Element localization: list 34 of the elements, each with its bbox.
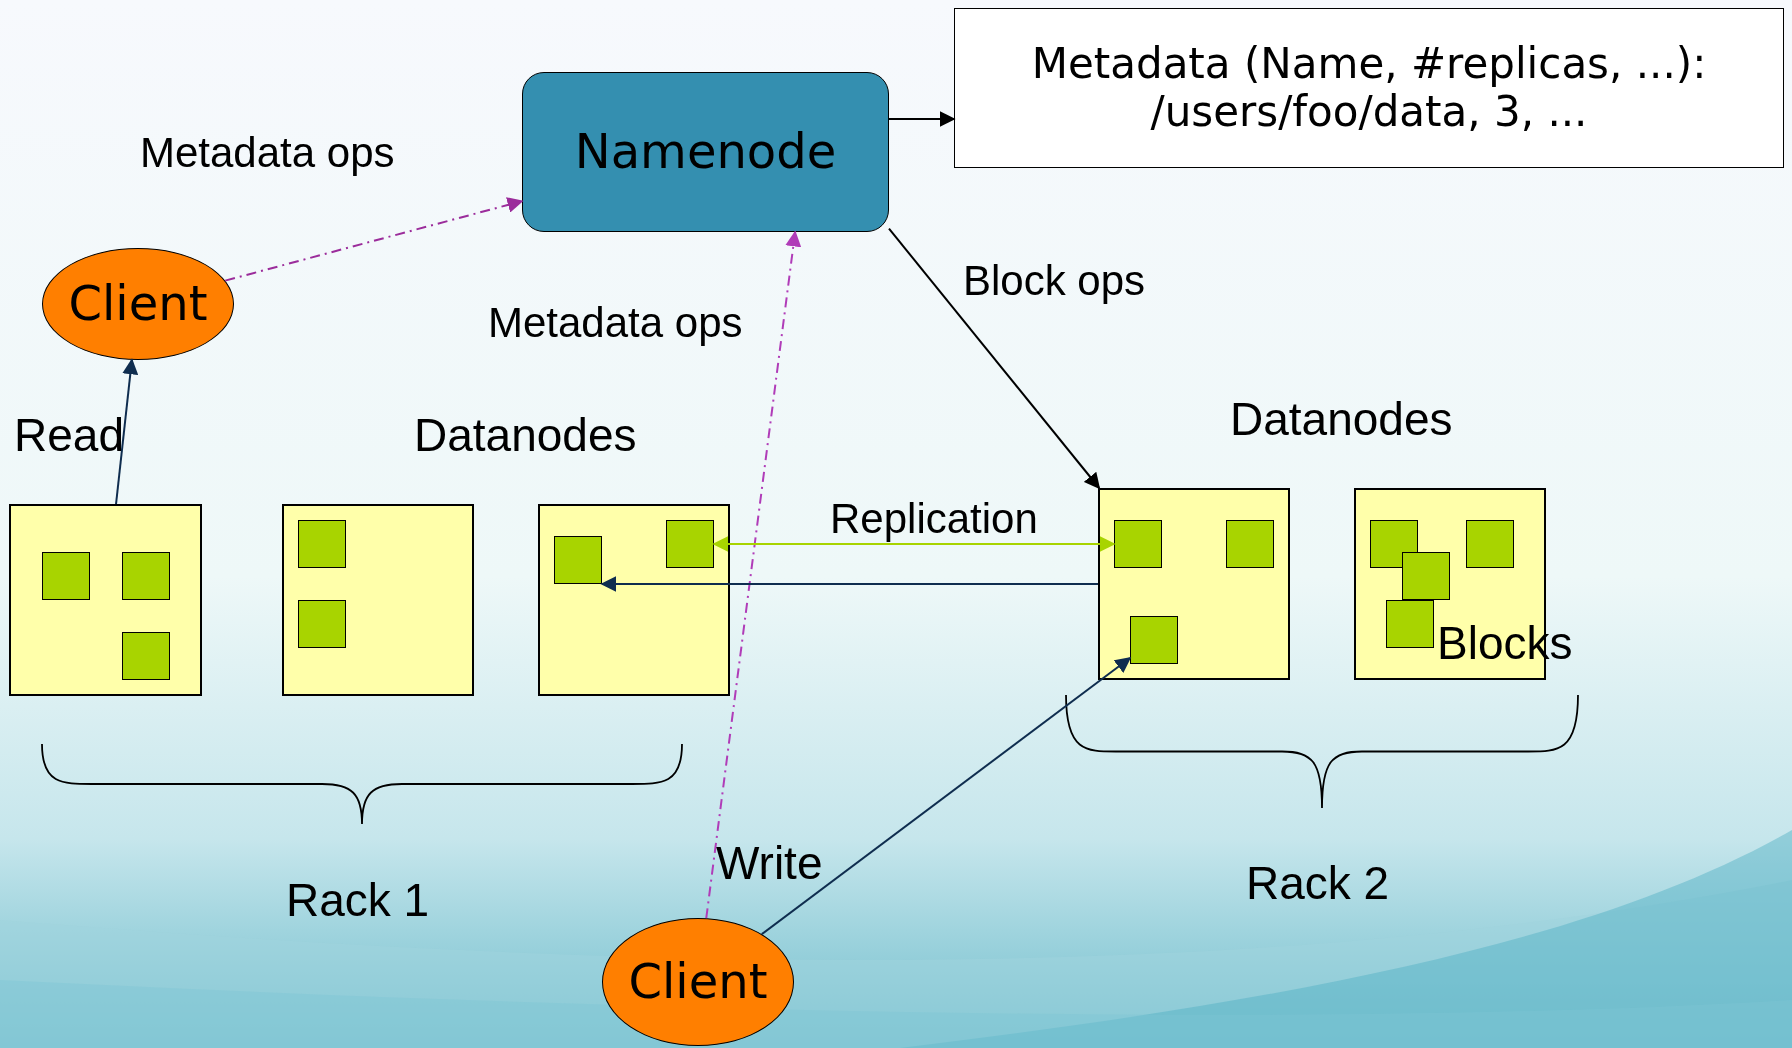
- edge-label: Read: [14, 410, 124, 461]
- edge-label: Metadata ops: [140, 130, 395, 177]
- datanode-box: [538, 504, 730, 696]
- block-square: [666, 520, 714, 568]
- datanode-box: [282, 504, 474, 696]
- edge-label: Metadata ops: [488, 300, 743, 347]
- block-square: [1226, 520, 1274, 568]
- section-heading: Datanodes: [1230, 394, 1453, 445]
- block-square: [122, 552, 170, 600]
- node-label: Namenode: [574, 124, 837, 180]
- block-square: [1402, 552, 1450, 600]
- node-label: Client: [628, 954, 768, 1010]
- edge-label: Write: [716, 838, 823, 889]
- block-square: [554, 536, 602, 584]
- block-square: [298, 520, 346, 568]
- datanode-box: [1098, 488, 1290, 680]
- block-square: [42, 552, 90, 600]
- datanode-box: [9, 504, 202, 696]
- section-heading: Datanodes: [414, 410, 637, 461]
- block-square: [298, 600, 346, 648]
- block-square: [1386, 600, 1434, 648]
- block-square: [1114, 520, 1162, 568]
- rack-label: Rack 2: [1246, 858, 1390, 909]
- node-label: /users/foo/data, 3, ...: [1150, 88, 1588, 137]
- edge-label: Replication: [830, 496, 1038, 543]
- edge-label: Block ops: [963, 258, 1146, 305]
- block-square: [1130, 616, 1178, 664]
- block-square: [1466, 520, 1514, 568]
- node-label: Metadata (Name, #replicas, ...):: [1031, 39, 1707, 88]
- rack-label: Rack 1: [286, 875, 430, 926]
- rounded-box: [522, 72, 889, 232]
- node-label: Client: [68, 276, 208, 332]
- text-box: [954, 8, 1784, 168]
- block-square: [122, 632, 170, 680]
